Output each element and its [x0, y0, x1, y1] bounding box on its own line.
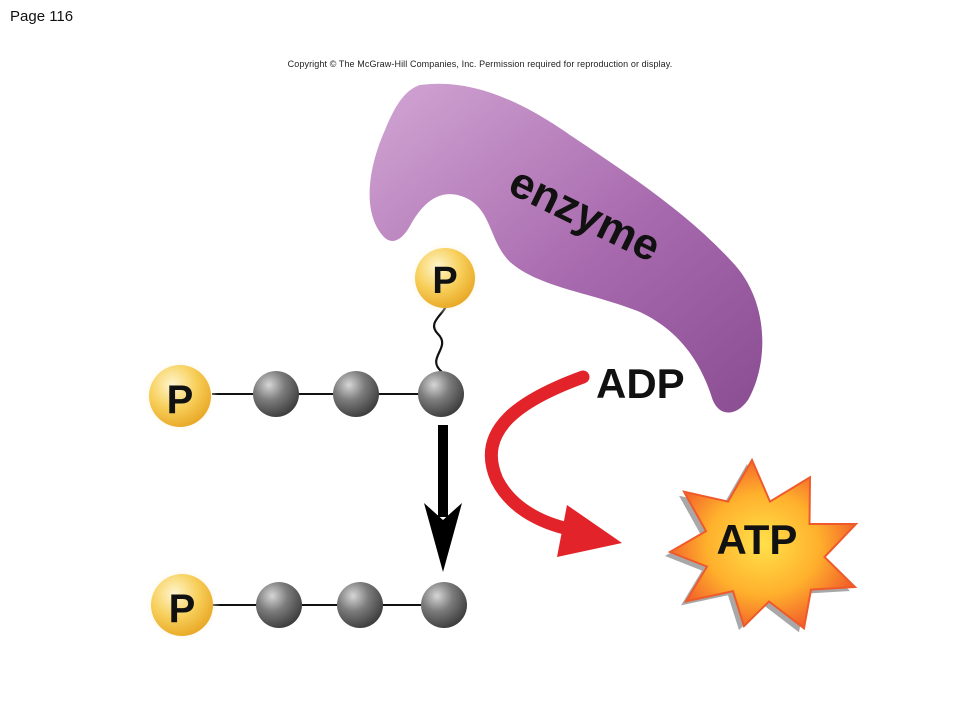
phosphate-label-top: P: [167, 378, 194, 422]
reaction-arrow-shaft: [438, 425, 448, 517]
phosphate-circle-enzyme: [415, 248, 475, 308]
bead-top-2: [333, 371, 379, 417]
phosphate-label-enzyme: P: [432, 260, 457, 302]
atp-burst: [667, 457, 859, 631]
atp-label: ATP: [717, 516, 798, 563]
reaction-arrow-head: [424, 503, 462, 572]
copyright-notice: Copyright © The McGraw-Hill Companies, I…: [287, 59, 673, 69]
phosphate-circle-bottom: [151, 574, 213, 636]
phosphate-label-bottom: P: [169, 587, 196, 631]
bead-top-3: [418, 371, 464, 417]
adp-to-atp-arrow-body: [485, 370, 592, 539]
enzyme-shape: [369, 83, 763, 413]
adp-to-atp-arrow-head: [557, 505, 622, 557]
bead-bottom-2: [337, 582, 383, 628]
bead-top-1: [253, 371, 299, 417]
bead-bottom-1: [256, 582, 302, 628]
phosphate-circle-top: [149, 365, 211, 427]
page-number: Page 116: [10, 8, 74, 25]
bead-bottom-3: [421, 582, 467, 628]
adp-label: ADP: [596, 360, 685, 407]
